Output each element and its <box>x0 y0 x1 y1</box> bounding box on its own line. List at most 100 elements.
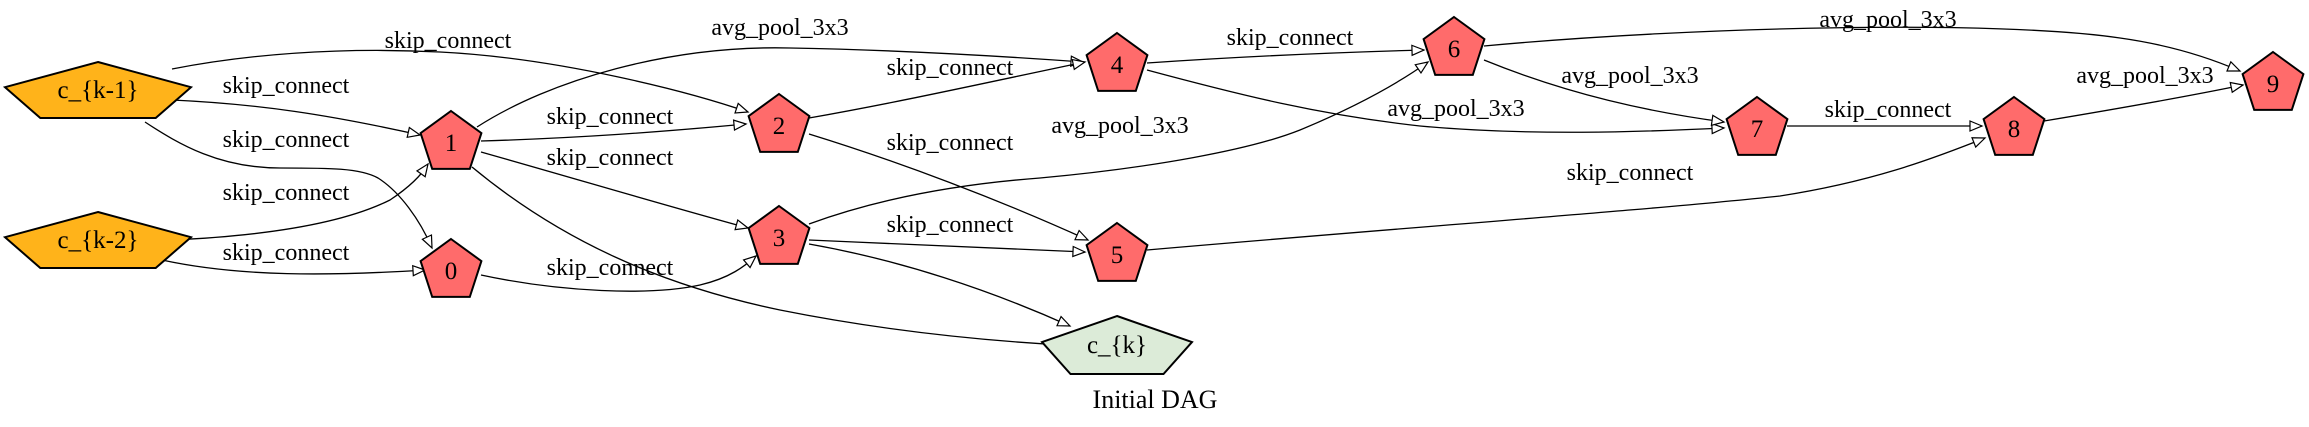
edge-line <box>1146 49 1425 64</box>
edge-ck2-n0: skip_connect <box>161 240 427 277</box>
node-shape <box>1040 314 1194 375</box>
node-label: 8 <box>2008 116 2021 143</box>
node-shape <box>1422 15 1486 76</box>
arrowhead <box>1071 58 1087 71</box>
node-label: 3 <box>773 225 786 252</box>
edge-line <box>171 49 749 113</box>
edge-label: skip_connect <box>887 212 1014 238</box>
edge-label: skip_connect <box>223 73 350 99</box>
node-shape <box>2 210 194 269</box>
edge-label: avg_pool_3x3 <box>1561 63 1698 89</box>
edge-line <box>161 259 426 275</box>
edge-line <box>1146 137 1986 251</box>
node-label: 2 <box>773 113 786 140</box>
arrowhead <box>421 234 433 250</box>
edge-line <box>2043 84 2244 122</box>
arrowhead <box>2226 60 2242 72</box>
node-shape <box>2241 50 2305 111</box>
edge-label: avg_pool_3x3 <box>1819 7 1956 33</box>
edge-n8-n9: avg_pool_3x3 <box>2043 63 2245 122</box>
node-shape <box>419 109 483 170</box>
edge-n1-n2: skip_connect <box>480 104 748 142</box>
edge-label: skip_connect <box>1227 25 1354 51</box>
edge-label: skip_connect <box>1825 97 1952 123</box>
node-label: 6 <box>1448 36 1461 63</box>
node-ck2: c_{k-2} <box>2 210 194 269</box>
arrowhead <box>1074 229 1090 241</box>
edge-line <box>1146 69 1725 133</box>
edge-n3-ck <box>808 243 1072 327</box>
arrowhead <box>734 218 750 231</box>
edge-line <box>480 151 749 229</box>
node-shape <box>747 204 811 265</box>
edge-label: skip_connect <box>887 55 1014 81</box>
arrowhead <box>732 119 748 132</box>
node-shape <box>419 237 483 298</box>
node-shape <box>1085 31 1149 92</box>
node-shape <box>1085 221 1149 282</box>
edge-n1-n3: skip_connect <box>480 145 750 231</box>
edge-line <box>476 47 1084 128</box>
edge-n0-n3: skip_connect <box>480 254 758 292</box>
edge-label: skip_connect <box>223 180 350 206</box>
edge-line <box>471 166 1081 347</box>
arrowhead <box>412 264 427 277</box>
node-n0: 0 <box>419 237 483 298</box>
node-shape <box>1982 95 2046 156</box>
edge-ck1-n1: skip_connect <box>171 73 422 139</box>
edge-n4-n7: avg_pool_3x3 <box>1146 69 1726 135</box>
arrowhead <box>406 126 422 139</box>
edge-label: avg_pool_3x3 <box>1051 113 1188 139</box>
edge-line <box>1483 26 2241 72</box>
node-label: 7 <box>1751 116 1764 143</box>
node-label: 9 <box>2267 71 2280 98</box>
edge-label: skip_connect <box>887 130 1014 156</box>
arrowhead <box>1969 120 1984 132</box>
node-ck1: c_{k-1} <box>2 60 194 119</box>
edge-line <box>1483 59 1725 123</box>
arrowhead <box>1056 315 1072 327</box>
edge-label: avg_pool_3x3 <box>711 15 848 41</box>
edge-label: skip_connect <box>547 255 674 281</box>
edge-line <box>808 61 1429 225</box>
edge-n7-n8: skip_connect <box>1787 97 1984 132</box>
edge-line <box>808 133 1089 241</box>
edge-label: skip_connect <box>547 145 674 171</box>
edge-label: skip_connect <box>223 127 350 153</box>
edge-n2-n4: skip_connect <box>808 55 1087 119</box>
node-shape <box>1725 95 1789 156</box>
node-n4: 4 <box>1085 31 1149 92</box>
edge-label: skip_connect <box>385 28 512 54</box>
node-n2: 2 <box>747 92 811 153</box>
edge-line <box>171 163 429 241</box>
arrowhead <box>2229 81 2245 94</box>
node-label: 0 <box>445 258 458 285</box>
node-n3: 3 <box>747 204 811 265</box>
edge-ck2-n1: skip_connect <box>171 162 429 241</box>
edge-n3-n5: skip_connect <box>808 212 1087 258</box>
node-n1: 1 <box>419 109 483 170</box>
node-n6: 6 <box>1422 15 1486 76</box>
node-label: 1 <box>445 130 458 157</box>
edge-n5-n8: skip_connect <box>1146 137 1987 251</box>
arrowhead <box>1971 137 1987 149</box>
edge-label: skip_connect <box>223 240 350 266</box>
edge-label: skip_connect <box>547 104 674 130</box>
node-label: c_{k-1} <box>58 77 139 104</box>
edge-n1-n4: avg_pool_3x3 <box>476 15 1085 128</box>
arrowhead <box>734 102 750 114</box>
node-label: 5 <box>1111 242 1124 269</box>
arrowhead <box>742 254 758 269</box>
arrowhead <box>415 162 429 178</box>
edge-n3-n6: avg_pool_3x3 <box>808 61 1430 225</box>
edge-label: avg_pool_3x3 <box>1387 96 1524 122</box>
edge-line <box>480 255 757 292</box>
node-label: 4 <box>1111 52 1124 79</box>
edges-layer: skip_connectskip_connectskip_connectskip… <box>144 7 2245 352</box>
edge-n2-n5: skip_connect <box>808 130 1090 241</box>
edge-line <box>144 121 433 249</box>
node-n8: 8 <box>1982 95 2046 156</box>
arrowhead <box>1711 122 1726 135</box>
